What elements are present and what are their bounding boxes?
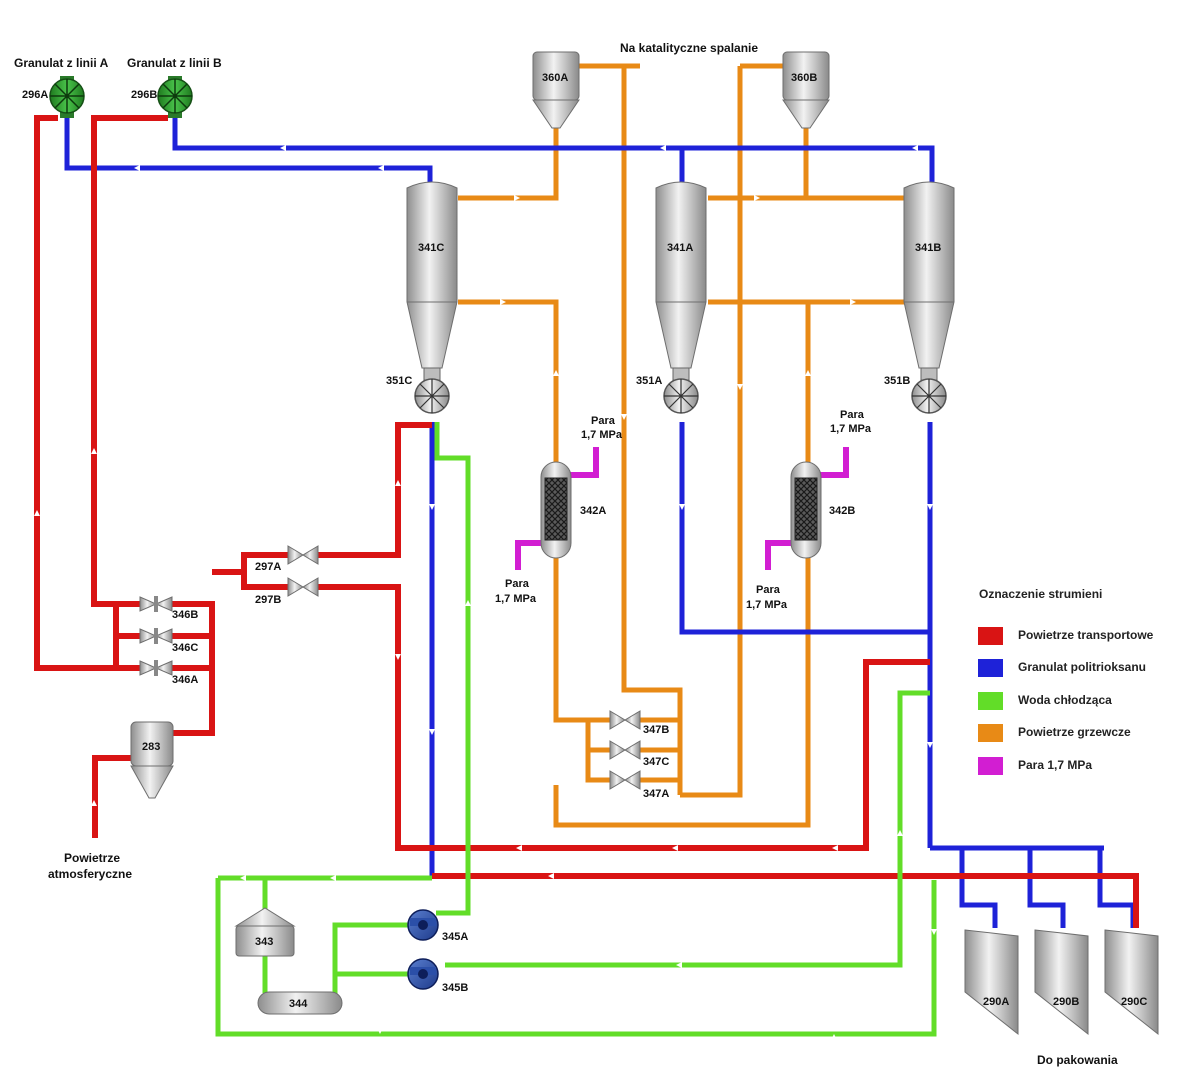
flow-markers bbox=[34, 63, 937, 1040]
tank-344-tag: 344 bbox=[289, 998, 308, 1010]
legend-label: Woda chłodząca bbox=[1018, 693, 1112, 707]
tank-283-tag: 283 bbox=[142, 741, 160, 753]
blower-347b-tag: 347B bbox=[643, 724, 669, 736]
pump-345a bbox=[407, 909, 439, 941]
granulate-pipes bbox=[64, 118, 1136, 928]
heater-342a bbox=[540, 461, 572, 559]
blower-347a bbox=[609, 770, 641, 790]
blower-297b bbox=[287, 577, 319, 597]
steam-a-bottom-line2: 1,7 MPa bbox=[495, 593, 537, 605]
to-packing-label: Do pakowania bbox=[1037, 1053, 1118, 1067]
legend: Oznaczenie strumieni Powietrze transport… bbox=[978, 587, 1154, 775]
combustion-label: Na katalityczne spalanie bbox=[620, 41, 758, 55]
blower-346c-tag: 346C bbox=[172, 642, 198, 654]
bin-290b-tag: 290B bbox=[1053, 996, 1079, 1008]
feeder-296a bbox=[49, 76, 85, 118]
bin-290b bbox=[1034, 929, 1089, 1036]
legend-item: Powietrze transportowe bbox=[978, 627, 1154, 645]
heater-342a-tag: 342A bbox=[580, 505, 606, 517]
tank-283 bbox=[130, 721, 174, 799]
tank-344 bbox=[257, 991, 343, 1015]
pump-345b-tag: 345B bbox=[442, 982, 468, 994]
rotary-valve-351b bbox=[911, 367, 947, 414]
bin-290a bbox=[964, 929, 1019, 1036]
legend-item: Powietrze grzewcze bbox=[978, 724, 1131, 742]
filter-360b bbox=[782, 51, 830, 129]
legend-swatch bbox=[978, 659, 1003, 677]
transport-air-pipes bbox=[34, 115, 1139, 928]
pump-345b bbox=[407, 958, 439, 990]
blower-297b-tag: 297B bbox=[255, 594, 281, 606]
legend-label: Granulat politrioksanu bbox=[1018, 660, 1146, 674]
cooling-water-pipes bbox=[215, 422, 937, 1037]
blower-346c bbox=[139, 628, 173, 644]
heater-342b-tag: 342B bbox=[829, 505, 855, 517]
silo-341b bbox=[903, 181, 955, 369]
filter-360a-tag: 360A bbox=[542, 72, 568, 84]
valve-351a-tag: 351A bbox=[636, 375, 662, 387]
bin-290c bbox=[1104, 929, 1159, 1036]
pump-345a-tag: 345A bbox=[442, 931, 468, 943]
feed-b-label: Granulat z linii B bbox=[127, 56, 222, 70]
steam-a-top-line1: Para bbox=[591, 415, 616, 427]
blower-347b bbox=[609, 710, 641, 730]
steam-b-bottom-line1: Para bbox=[756, 584, 781, 596]
steam-b-top-line2: 1,7 MPa bbox=[830, 423, 872, 435]
air-in-label-line2: atmosferyczne bbox=[48, 867, 132, 881]
blower-347c-tag: 347C bbox=[643, 756, 669, 768]
bin-290a-tag: 290A bbox=[983, 996, 1009, 1008]
silo-341c bbox=[406, 181, 458, 369]
silo-341c-tag: 341C bbox=[418, 242, 444, 254]
valve-351b-tag: 351B bbox=[884, 375, 910, 387]
feed-a-label: Granulat z linii A bbox=[14, 56, 109, 70]
steam-b-bottom-line2: 1,7 MPa bbox=[746, 599, 788, 611]
rotary-valve-351a bbox=[663, 367, 699, 414]
feeder-296a-tag: 296A bbox=[22, 89, 48, 101]
blower-297a bbox=[287, 545, 319, 565]
heater-342b bbox=[790, 461, 822, 559]
legend-title: Oznaczenie strumieni bbox=[979, 587, 1102, 601]
legend-label: Powietrze transportowe bbox=[1018, 628, 1154, 642]
legend-item: Granulat politrioksanu bbox=[978, 659, 1146, 677]
steam-a-bottom-line1: Para bbox=[505, 578, 530, 590]
blower-346a-tag: 346A bbox=[172, 674, 198, 686]
filter-360a bbox=[532, 51, 580, 129]
feeder-296b-tag: 296B bbox=[131, 89, 157, 101]
blower-297a-tag: 297A bbox=[255, 561, 281, 573]
silo-341b-tag: 341B bbox=[915, 242, 941, 254]
legend-swatch bbox=[978, 757, 1003, 775]
filter-360b-tag: 360B bbox=[791, 72, 817, 84]
steam-a-top-line2: 1,7 MPa bbox=[581, 429, 623, 441]
air-in-label-line1: Powietrze bbox=[64, 851, 120, 865]
steam-b-top-line1: Para bbox=[840, 409, 865, 421]
rotary-valve-351c bbox=[414, 367, 450, 414]
steam-pipes bbox=[515, 447, 849, 570]
tank-343-tag: 343 bbox=[255, 936, 273, 948]
legend-label: Powietrze grzewcze bbox=[1018, 725, 1131, 739]
legend-swatch bbox=[978, 724, 1003, 742]
silo-341a-tag: 341A bbox=[667, 242, 693, 254]
legend-swatch bbox=[978, 627, 1003, 645]
legend-swatch bbox=[978, 692, 1003, 710]
blower-346a bbox=[139, 660, 173, 676]
legend-item: Woda chłodząca bbox=[978, 692, 1112, 710]
valve-351c-tag: 351C bbox=[386, 375, 412, 387]
blower-346b bbox=[139, 596, 173, 612]
feeder-296b bbox=[157, 76, 193, 118]
tank-343 bbox=[234, 907, 296, 957]
bin-290c-tag: 290C bbox=[1121, 996, 1147, 1008]
heating-air-pipes bbox=[458, 63, 904, 828]
blower-347c bbox=[609, 740, 641, 760]
legend-item: Para 1,7 MPa bbox=[978, 757, 1092, 775]
blower-347a-tag: 347A bbox=[643, 788, 669, 800]
blower-346b-tag: 346B bbox=[172, 609, 198, 621]
silo-341a bbox=[655, 181, 707, 369]
legend-label: Para 1,7 MPa bbox=[1018, 758, 1092, 772]
